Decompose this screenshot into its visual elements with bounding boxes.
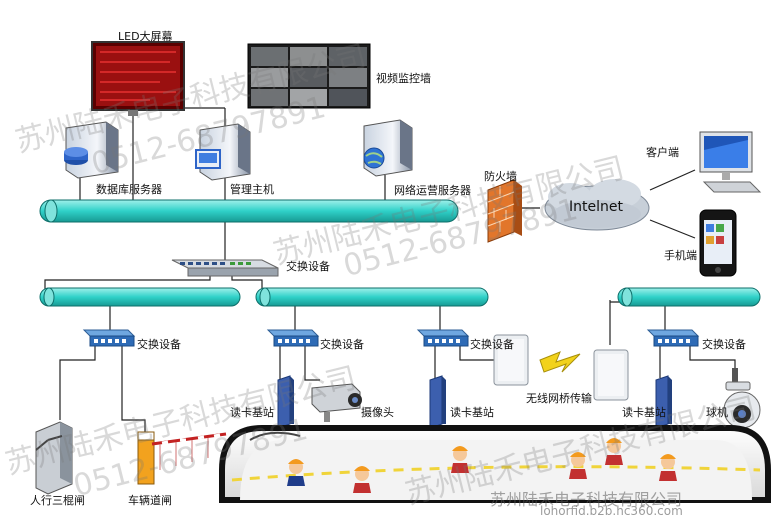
reader-2-label: 读卡基站 xyxy=(450,406,494,419)
lightning-icon xyxy=(539,351,581,373)
barrier-gate-icon xyxy=(137,431,227,485)
worker-icon xyxy=(287,459,305,486)
wireless-bridge-right-icon xyxy=(593,349,629,401)
switch-3-icon xyxy=(416,329,470,347)
reader-base-station-2-icon xyxy=(429,375,446,429)
turnstile-icon xyxy=(35,421,73,495)
wireless-bridge-left-icon xyxy=(493,334,529,386)
switch-main-label: 交换设备 xyxy=(286,260,330,273)
reader-3-label: 读卡基站 xyxy=(622,406,666,419)
led-screen xyxy=(91,41,185,116)
reader-base-station-3-icon xyxy=(655,375,672,429)
internet-cloud-icon xyxy=(544,179,650,231)
main-bus xyxy=(39,199,459,223)
switch-4-label: 交换设备 xyxy=(702,338,746,351)
network-server-icon xyxy=(363,119,413,177)
worker-icon xyxy=(659,454,677,481)
mobile-phone-icon xyxy=(699,209,737,277)
dome-label: 球机 xyxy=(706,406,728,419)
camera-label: 摄像头 xyxy=(361,406,394,419)
database-server-icon xyxy=(64,121,119,179)
management-host-icon xyxy=(195,123,251,181)
worker-icon xyxy=(451,446,469,473)
switch-2-icon xyxy=(266,329,320,347)
wireless-label: 无线网桥传输 xyxy=(526,392,592,405)
switch-4-icon xyxy=(646,329,700,347)
main-switch-icon xyxy=(171,259,279,277)
client-label: 客户端 xyxy=(646,146,679,159)
worker-icon xyxy=(605,438,623,465)
switch-1-icon xyxy=(82,329,136,347)
client-computer-icon xyxy=(699,131,762,193)
reader-1-label: 读卡基站 xyxy=(230,406,274,419)
turnstile-label: 人行三棍闸 xyxy=(30,494,85,507)
sub-bus-2 xyxy=(255,287,489,307)
mobile-label: 手机端 xyxy=(664,249,697,262)
net-server-label: 网络运营服务器 xyxy=(394,184,471,197)
dome-camera-icon xyxy=(723,368,761,429)
barrier-label: 车辆道闸 xyxy=(128,494,172,507)
camera-icon xyxy=(311,383,362,422)
db-server-label: 数据库服务器 xyxy=(96,183,162,196)
switch-1-label: 交换设备 xyxy=(137,338,181,351)
sub-bus-1 xyxy=(39,287,241,307)
sub-bus-3 xyxy=(617,287,761,307)
firewall-icon xyxy=(487,179,522,243)
tunnel-illustration xyxy=(219,425,771,503)
worker-icon xyxy=(569,452,587,479)
led-screen-label: LED大屏幕 xyxy=(118,30,173,43)
video-wall xyxy=(247,43,371,109)
mgmt-host-label: 管理主机 xyxy=(230,183,274,196)
switch-3-label: 交换设备 xyxy=(470,338,514,351)
video-wall-label: 视频监控墙 xyxy=(376,72,431,85)
worker-icon xyxy=(353,466,371,493)
internet-label: Intelnet xyxy=(569,199,623,215)
firewall-label: 防火墙 xyxy=(484,170,517,183)
reader-base-station-1-icon xyxy=(277,375,294,429)
switch-2-label: 交换设备 xyxy=(320,338,364,351)
